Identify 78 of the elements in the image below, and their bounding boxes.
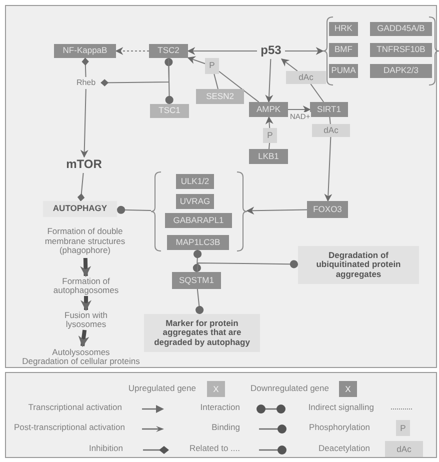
legend-swatch: X bbox=[339, 381, 357, 397]
legend-swatch: X bbox=[207, 381, 225, 397]
gene-box: AMPK bbox=[249, 102, 288, 117]
legend-tag: P bbox=[396, 420, 410, 436]
legend-label: Related to .... bbox=[189, 443, 240, 453]
gene-box: GADD45A/B bbox=[370, 22, 432, 36]
arrow bbox=[115, 47, 150, 55]
arrow bbox=[265, 58, 274, 103]
deacetylation-tag: dAc bbox=[312, 124, 350, 137]
arrow bbox=[187, 47, 258, 55]
connector-line bbox=[116, 206, 152, 214]
legend-label: Deacetylation bbox=[318, 443, 370, 453]
phosphorylation-tag: P bbox=[205, 58, 219, 74]
legend-label: Transcriptional activation bbox=[28, 402, 122, 412]
bracket-group bbox=[323, 16, 439, 86]
protein-label: mTOR bbox=[64, 157, 104, 173]
legend-label: Interaction bbox=[200, 402, 240, 412]
thick-arrow bbox=[80, 258, 92, 278]
arrow bbox=[288, 106, 311, 114]
gene-box: NF-KappaB bbox=[54, 44, 116, 58]
gene-box: UVRAG bbox=[176, 194, 214, 209]
step-text: Degradation of cellular proteins bbox=[22, 357, 140, 366]
gene-box: PUMA bbox=[329, 64, 358, 78]
gene-box: TSC2 bbox=[149, 44, 188, 58]
gene-box: TSC1 bbox=[150, 104, 189, 118]
legend-label: Inhibition bbox=[88, 443, 123, 453]
step-label: Formation of double membrane structures (phagophore) bbox=[27, 225, 143, 258]
legend-label: Downregulated gene bbox=[250, 383, 329, 393]
gene-box: FOXO3 bbox=[307, 201, 348, 218]
connector-line bbox=[268, 142, 270, 150]
gene-box: SQSTM1 bbox=[172, 272, 221, 289]
legend-label: Binding bbox=[212, 422, 240, 432]
connector-line bbox=[82, 58, 89, 78]
connector-line bbox=[77, 172, 85, 202]
step-text: Autolysosomes bbox=[52, 348, 110, 357]
protein-label: Rheb bbox=[71, 77, 101, 89]
outcome-box: Marker for protein aggregates that are degraded by autophagy bbox=[144, 314, 260, 352]
legend-tag: dAc bbox=[385, 441, 423, 457]
connector-line bbox=[329, 116, 331, 124]
connector-line bbox=[192, 250, 202, 272]
protein-label: p53 bbox=[257, 43, 285, 59]
connector-line bbox=[310, 84, 324, 102]
phosphorylation-tag: P bbox=[263, 128, 277, 143]
arrow bbox=[187, 56, 206, 64]
connector-line bbox=[196, 288, 204, 314]
legend-label: Phosphorylation bbox=[309, 422, 370, 432]
connector-line bbox=[100, 58, 170, 86]
connector-line bbox=[196, 260, 298, 272]
arrow bbox=[284, 47, 324, 55]
arrow bbox=[265, 116, 274, 128]
legend-label: Upregulated gene bbox=[128, 383, 196, 393]
gene-box: DAPK2/3 bbox=[370, 64, 432, 78]
step-label: Formation of autophagosomes bbox=[41, 276, 131, 296]
gene-box: TNFRSF10B bbox=[370, 43, 432, 57]
thick-arrow bbox=[78, 330, 90, 348]
process-box: AUTOPHAGY bbox=[43, 201, 117, 217]
gene-box: LKB1 bbox=[249, 149, 288, 164]
gene-box: BMF bbox=[329, 43, 358, 57]
bracket-group bbox=[151, 171, 247, 252]
legend-label: Post-transcriptional activation bbox=[14, 422, 125, 432]
arrow bbox=[324, 136, 332, 202]
gene-box: SESN2 bbox=[196, 89, 244, 104]
arrow bbox=[80, 88, 88, 158]
gene-box: HRK bbox=[329, 22, 358, 36]
connector-line bbox=[218, 70, 260, 102]
step-label: Fusion with lysosomes bbox=[51, 310, 121, 330]
legend-label: Indirect signalling bbox=[308, 402, 374, 412]
arrow bbox=[246, 206, 308, 215]
connector-line bbox=[214, 74, 218, 90]
gene-box: MAP1LC3B bbox=[167, 235, 229, 250]
thick-arrow bbox=[80, 296, 92, 312]
arrow bbox=[280, 58, 298, 72]
outcome-box: Degradation of ubiquitinated protein aggregates bbox=[298, 246, 419, 284]
gene-box: ULK1/2 bbox=[176, 174, 214, 189]
connector-line bbox=[164, 58, 174, 104]
gene-box: GABARAPL1 bbox=[165, 213, 232, 228]
gene-box: SIRT1 bbox=[310, 102, 348, 117]
deacetylation-tag: dAc bbox=[286, 71, 326, 84]
